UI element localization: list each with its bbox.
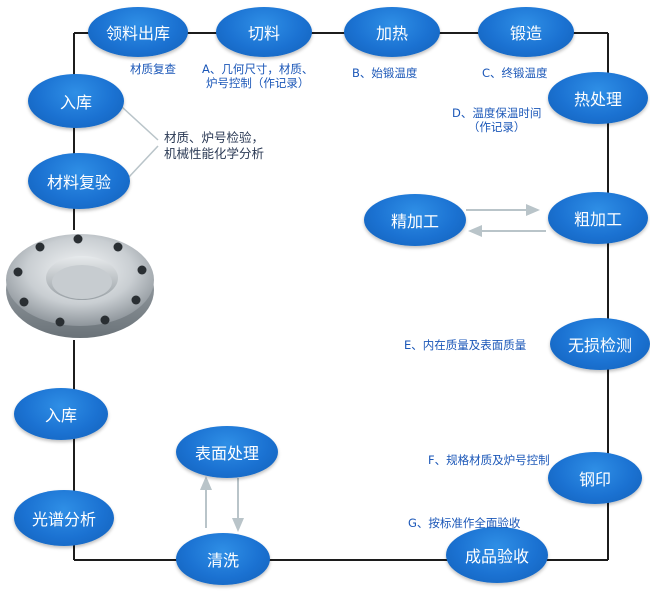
note-heat-line2: （作记录） <box>467 120 526 134</box>
note-heat-line1: D、温度保温时间 <box>452 106 542 120</box>
node-final-inspection: 成品验收 <box>446 527 548 583</box>
machining-arrows <box>466 204 546 237</box>
node-rough-machining: 粗加工 <box>548 192 648 244</box>
note-heating: B、始锻温度 <box>352 66 418 80</box>
note-retest-line1: 材质、炉号检验， <box>164 130 265 145</box>
note-stamping: F、规格材质及炉号控制 <box>428 453 550 467</box>
note-cutting-line2: 炉号控制（作记录） <box>205 76 310 90</box>
note-cutting: A、几何尺寸，材质、 炉号控制（作记录） <box>202 62 313 90</box>
node-warehouse-in-top: 入库 <box>28 74 124 128</box>
node-stamping: 钢印 <box>548 452 642 504</box>
note-material-retest: 材质、炉号检验， 机械性能化学分析 <box>164 130 264 162</box>
node-heat-treatment: 热处理 <box>548 72 648 124</box>
retest-note-connectors <box>121 106 159 179</box>
note-forging: C、终锻温度 <box>482 66 548 80</box>
node-material-retest: 材料复验 <box>28 153 130 209</box>
node-forging: 锻造 <box>478 7 574 57</box>
note-final-inspection: G、按标准作全面验收 <box>408 516 521 530</box>
note-cutting-line1: A、几何尺寸，材质、 <box>202 62 314 76</box>
node-cleaning: 清洗 <box>176 533 270 585</box>
note-heat-treatment: D、温度保温时间 （作记录） <box>452 106 541 134</box>
node-warehouse-in-bottom: 入库 <box>14 388 108 440</box>
node-ndt: 无损检测 <box>550 318 650 370</box>
note-retest-line2: 机械性能化学分析 <box>164 146 265 161</box>
note-material-recheck: 材质复查 <box>130 62 176 76</box>
node-cutting: 切料 <box>216 7 312 57</box>
node-heating: 加热 <box>344 7 440 57</box>
flange-image <box>6 234 154 338</box>
node-spectral-analysis: 光谱分析 <box>14 490 114 546</box>
cleaning-arrows <box>200 476 244 532</box>
note-ndt: E、内在质量及表面质量 <box>404 338 527 352</box>
node-finish-machining: 精加工 <box>364 194 466 246</box>
node-surface-treatment: 表面处理 <box>176 426 278 478</box>
node-receive-material: 领料出库 <box>88 7 188 57</box>
